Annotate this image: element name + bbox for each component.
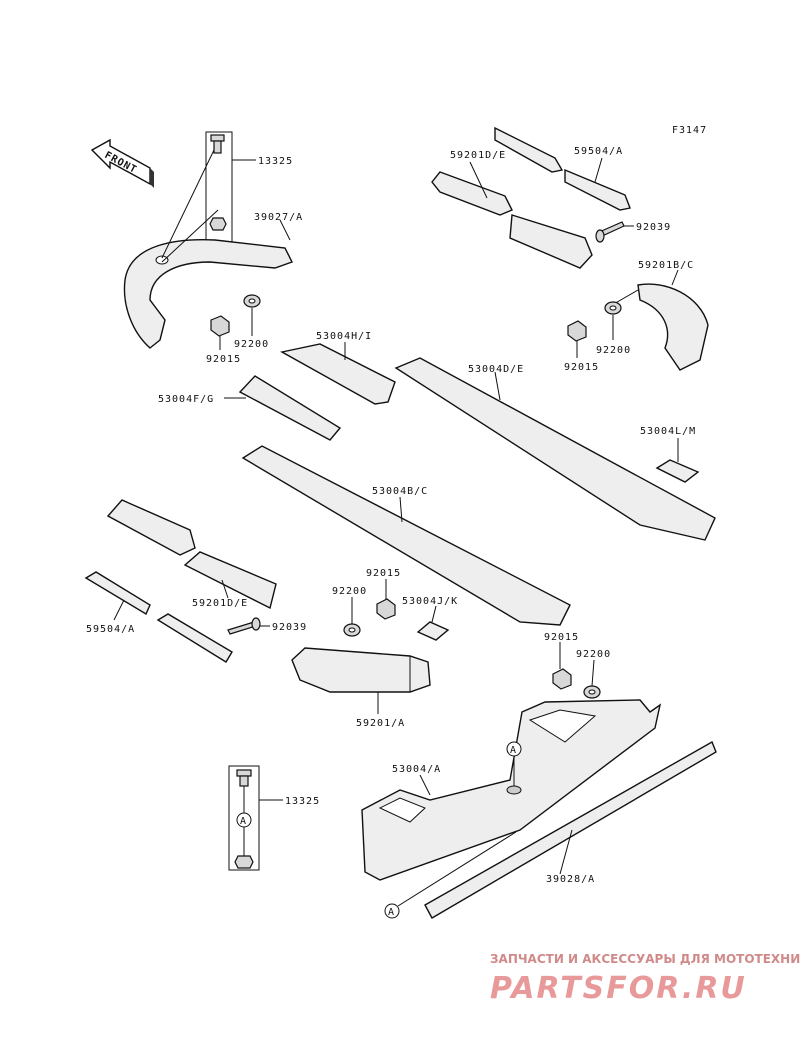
label-92015-bottom-right: 92015 xyxy=(544,632,579,643)
rail-strip-59504-top xyxy=(494,126,631,211)
label-92200-mid: 92200 xyxy=(332,586,367,597)
handle-59201a xyxy=(291,647,431,714)
nut-92015-right xyxy=(567,320,587,358)
label-59201bc: 59201B/C xyxy=(638,260,694,271)
mat-53004fg xyxy=(224,375,342,441)
washer-92200-left xyxy=(243,294,261,336)
label-92200-right: 92200 xyxy=(596,345,631,356)
label-53004fg: 53004F/G xyxy=(158,394,214,405)
label-92015-left: 92015 xyxy=(206,354,241,365)
nut-92015-bottom-right xyxy=(552,642,572,690)
strip-39028a xyxy=(424,740,717,919)
rivet-92039-bottom xyxy=(227,617,270,635)
label-92039-bottom: 92039 xyxy=(272,622,307,633)
label-92015-mid: 92015 xyxy=(366,568,401,579)
bumper-53004a xyxy=(361,699,662,881)
svg-text:A: A xyxy=(388,907,394,918)
label-53004lm: 53004L/M xyxy=(640,426,696,437)
label-39027: 39027/A xyxy=(254,212,303,223)
mat-53004de xyxy=(394,357,716,541)
label-92200-bottom-right: 92200 xyxy=(576,649,611,660)
label-59504-bottom: 59504/A xyxy=(86,624,135,635)
label-92015-right: 92015 xyxy=(564,362,599,373)
mat-53004hi xyxy=(280,342,396,405)
front-arrow-icon: FRONT xyxy=(90,138,154,188)
handle-59201bc xyxy=(611,269,709,371)
callout-a-marker-lower: A xyxy=(384,831,517,919)
label-59504-top: 59504/A xyxy=(574,146,623,157)
rail-cover-59201de-top xyxy=(431,161,593,269)
label-92039-top: 92039 xyxy=(636,222,671,233)
svg-text:A: A xyxy=(240,816,246,827)
label-53004jk: 53004J/K xyxy=(402,596,458,607)
rivet-92039-top xyxy=(595,221,634,243)
rear-grab-handle-39027 xyxy=(123,149,293,349)
label-53004a: 53004/A xyxy=(392,764,441,775)
label-92200-left: 92200 xyxy=(234,339,269,350)
diagram-id: F3147 xyxy=(672,125,707,136)
mat-53004lm xyxy=(655,438,700,483)
watermark-logo: PARTSFOR.RU xyxy=(490,971,747,1006)
washer-92200-right xyxy=(604,301,622,340)
label-59201de-bottom: 59201D/E xyxy=(192,598,248,609)
washer-92200-mid xyxy=(343,597,361,637)
rail-cover-59201de-bottom xyxy=(106,499,277,610)
label-53004bc: 53004B/C xyxy=(372,486,428,497)
callout-a-marker-upper: A xyxy=(506,741,522,786)
watermark-subtitle: ЗАПЧАСТИ И АКСЕССУАРЫ ДЛЯ МОТОТЕХНИКИ xyxy=(490,952,800,966)
svg-text:A: A xyxy=(510,745,516,756)
label-13325-bottom: 13325 xyxy=(285,796,320,807)
washer-92200-bottom-right xyxy=(583,659,601,699)
nut-92015-left xyxy=(210,315,230,350)
label-53004hi: 53004H/I xyxy=(316,331,372,342)
bolt-set-13325-bottom: A xyxy=(228,765,283,871)
nut-92015-mid xyxy=(376,579,396,620)
label-13325-top: 13325 xyxy=(258,156,293,167)
label-59201a: 59201/A xyxy=(356,718,405,729)
label-59201de-top: 59201D/E xyxy=(450,150,506,161)
bolt-set-13325-top xyxy=(205,131,256,243)
mat-53004jk xyxy=(416,605,450,641)
label-53004de: 53004D/E xyxy=(468,364,524,375)
rail-strip-59504-bottom xyxy=(84,571,233,663)
mat-53004bc xyxy=(241,445,571,626)
label-39028a: 39028/A xyxy=(546,874,595,885)
